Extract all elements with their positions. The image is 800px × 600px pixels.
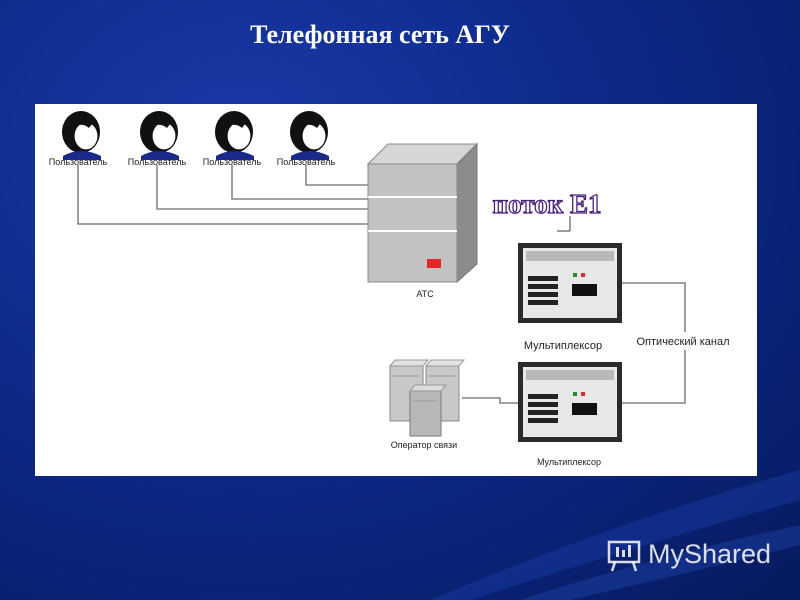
brand-logo: MyShared xyxy=(606,536,771,572)
operator-line xyxy=(462,397,518,404)
user-label-3: Пользователь xyxy=(203,157,262,167)
page-title: Телефонная сеть АГУ xyxy=(250,20,510,49)
network-diagram: Пользователь Пользователь Пользователь П… xyxy=(49,110,744,467)
user-1 xyxy=(61,110,102,161)
user-3 xyxy=(214,110,255,161)
stream-label: поток E1 xyxy=(493,189,602,219)
user-label-1: Пользователь xyxy=(49,157,108,167)
user-4 xyxy=(289,110,330,161)
user-lines xyxy=(77,165,375,225)
pbx-label: АТС xyxy=(416,289,434,299)
diagram-panel: Пользователь Пользователь Пользователь П… xyxy=(35,104,757,476)
operator-label: Оператор связи xyxy=(391,440,457,450)
presentation-icon xyxy=(607,540,641,572)
brand-name: MyShared xyxy=(648,538,772,569)
multiplexer-top-icon xyxy=(518,243,622,323)
user-label-2: Пользователь xyxy=(128,157,187,167)
operator-servers-icon xyxy=(388,359,466,437)
optical-label: Оптический канал xyxy=(637,336,730,348)
pbx-server-icon xyxy=(366,142,479,284)
user-label-4: Пользователь xyxy=(277,157,336,167)
mux-bottom-label: Мультиплексор xyxy=(537,457,601,467)
mux-top-label: Мультиплексор xyxy=(524,340,602,352)
user-2 xyxy=(139,110,180,161)
multiplexer-bottom-icon xyxy=(518,362,622,442)
